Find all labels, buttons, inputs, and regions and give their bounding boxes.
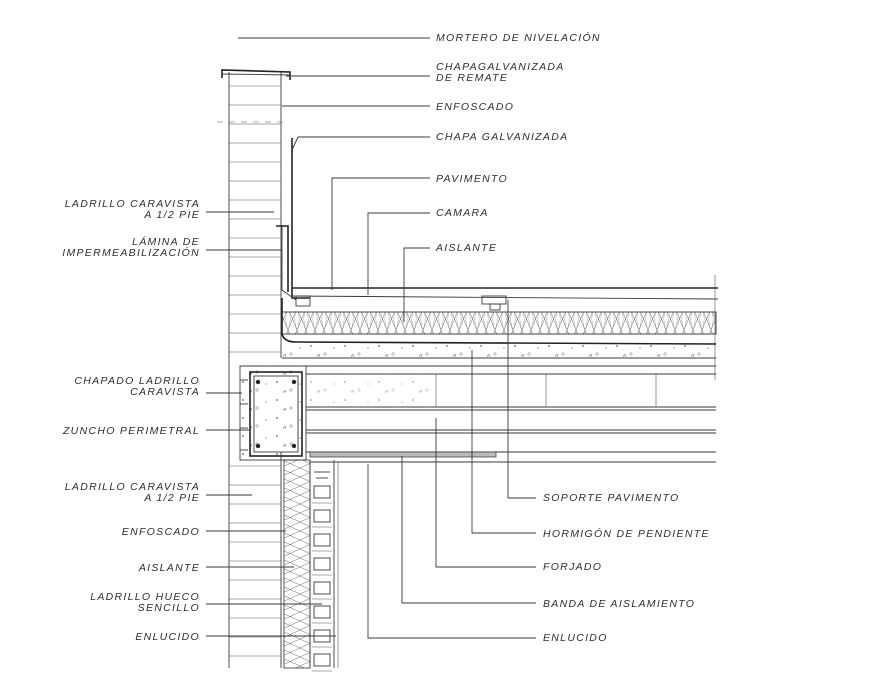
label-line: IMPERMEABILIZACIÓN	[62, 246, 200, 259]
label-line: AISLANTE	[138, 562, 200, 574]
label-line: A 1/2 PIE	[143, 209, 200, 221]
forjado-slab	[240, 365, 716, 453]
leader-soporte	[507, 300, 536, 499]
label-chapa-galv: CHAPA GALVANIZADA	[436, 131, 568, 143]
label-zuncho: ZUNCHO PERIMETRAL	[62, 425, 200, 437]
leader-aislante-top	[403, 247, 430, 322]
label-soporte: SOPORTE PAVIMENTO	[543, 492, 679, 504]
leader-forjado	[435, 418, 536, 568]
label-line: HORMIGÓN DE PENDIENTE	[543, 527, 710, 540]
label-line: ENFOSCADO	[122, 526, 200, 538]
label-forjado: FORJADO	[543, 561, 602, 573]
label-enfoscado-left: ENFOSCADO	[122, 526, 200, 538]
label-aislante-top: AISLANTE	[435, 242, 497, 254]
inner-wall-layers	[283, 459, 339, 672]
label-hormigon: HORMIGÓN DE PENDIENTE	[543, 527, 710, 540]
zuncho-perimetral	[239, 365, 307, 461]
label-line: ZUNCHO PERIMETRAL	[62, 425, 200, 437]
leader-hormigon	[471, 350, 536, 534]
label-line: FORJADO	[543, 561, 602, 573]
ceiling-band	[309, 451, 716, 463]
label-camara: CAMARA	[436, 207, 489, 219]
brick-wall-caravista	[228, 72, 282, 668]
coping-cap	[217, 69, 291, 123]
label-line: LÁMINA DE	[132, 235, 200, 248]
leader-banda	[401, 456, 536, 604]
label-line: CAMARA	[436, 207, 489, 219]
label-enlucido-left: ENLUCIDO	[135, 631, 200, 643]
label-line: BANDA DE AISLAMIENTO	[543, 598, 695, 610]
label-line: LADRILLO CARAVISTA	[65, 481, 200, 493]
roof-layers	[281, 275, 719, 380]
label-enlucido-right: ENLUCIDO	[543, 632, 608, 644]
leader-pavimento	[331, 177, 430, 290]
label-line: CARAVISTA	[130, 386, 200, 398]
label-line: AISLANTE	[435, 242, 497, 254]
label-enfoscado-top: ENFOSCADO	[436, 101, 514, 113]
label-line: LADRILLO HUECO	[90, 591, 200, 603]
leader-camara	[367, 212, 430, 295]
label-aislante-left: AISLANTE	[138, 562, 200, 574]
leader-lines	[206, 37, 536, 639]
label-banda: BANDA DE AISLAMIENTO	[543, 598, 695, 610]
label-line: ENLUCIDO	[135, 631, 200, 643]
label-line: PAVIMENTO	[436, 173, 508, 185]
label-line: SENCILLO	[138, 602, 200, 614]
label-line: A 1/2 PIE	[143, 492, 200, 504]
label-line: ENFOSCADO	[436, 101, 514, 113]
label-mortero: MORTERO DE NIVELACIÓN	[436, 31, 601, 44]
label-line: CHAPADO LADRILLO	[74, 375, 200, 387]
leader-chapa-galv	[291, 136, 430, 151]
label-pavimento: PAVIMENTO	[436, 173, 508, 185]
label-line: CHAPA GALVANIZADA	[436, 131, 568, 143]
leader-enlucido-right	[367, 464, 536, 639]
label-line: CHAPAGALVANIZADA	[436, 61, 565, 73]
label-line: SOPORTE PAVIMENTO	[543, 492, 679, 504]
flashing-sheet	[276, 138, 310, 301]
label-line: LADRILLO CARAVISTA	[65, 198, 200, 210]
label-line: MORTERO DE NIVELACIÓN	[436, 31, 601, 44]
label-line: ENLUCIDO	[543, 632, 608, 644]
label-line: DE REMATE	[436, 72, 508, 84]
